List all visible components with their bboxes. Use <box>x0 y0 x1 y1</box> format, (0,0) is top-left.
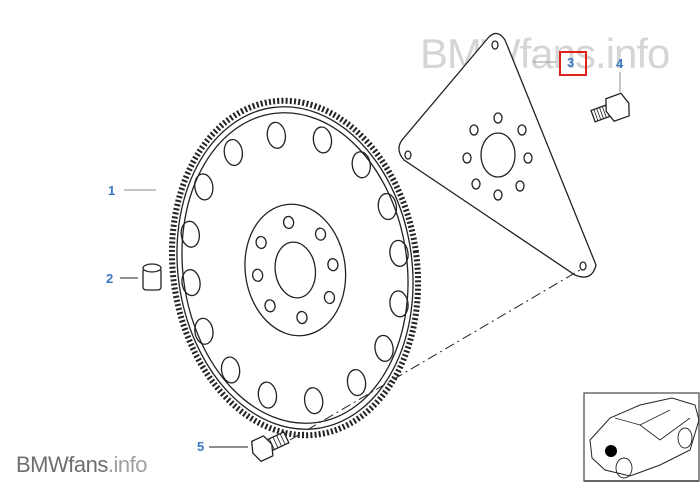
bushing <box>142 263 162 291</box>
driver-plate <box>398 32 597 278</box>
callout-5[interactable]: 5 <box>197 439 205 454</box>
bolt-5 <box>251 431 290 463</box>
location-marker <box>605 445 617 457</box>
callout-2[interactable]: 2 <box>106 271 114 286</box>
watermark-suffix: .info <box>595 30 670 77</box>
callout-1[interactable]: 1 <box>108 183 116 198</box>
bolt-4 <box>590 92 630 123</box>
callout-4[interactable]: 4 <box>616 56 624 71</box>
watermark-brand: BMWfans <box>16 452 108 477</box>
watermark-bottom: BMWfans.info <box>16 452 147 478</box>
flywheel <box>168 97 422 439</box>
highlight-box <box>559 51 587 76</box>
callout-3[interactable]: 3 <box>567 55 575 70</box>
watermark-suffix: .info <box>107 452 148 477</box>
car-location-thumbnail <box>583 392 700 482</box>
